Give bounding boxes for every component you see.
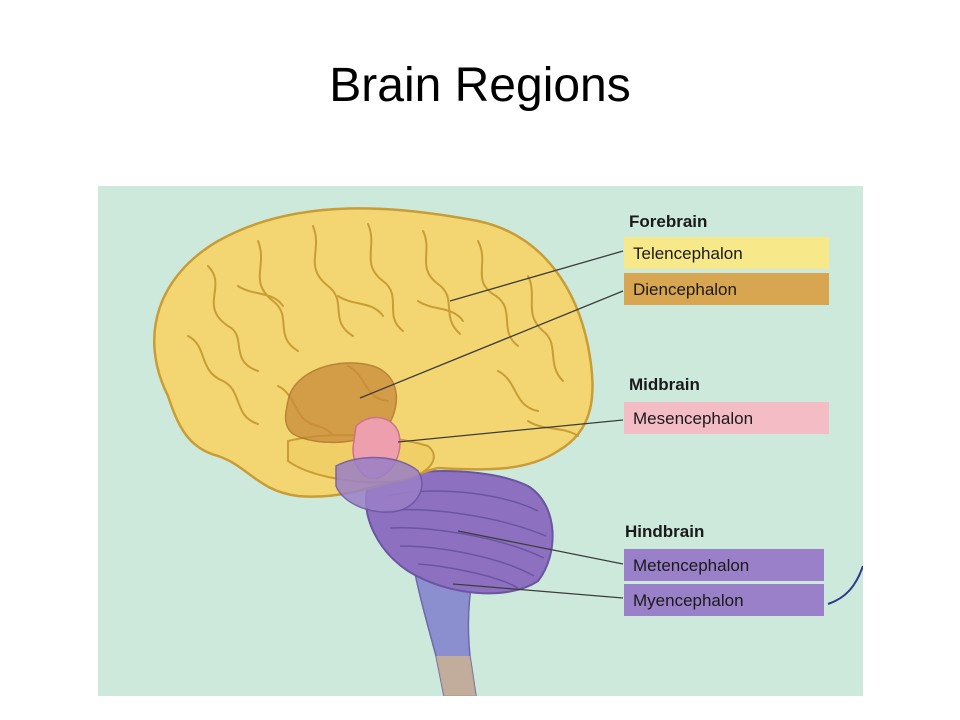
telencephalon-label: Telencephalon — [633, 243, 743, 263]
pons-region — [335, 456, 423, 513]
brain-illustration — [98, 186, 863, 696]
telencephalon-box: Telencephalon — [624, 237, 829, 269]
mesencephalon-box: Mesencephalon — [624, 402, 829, 434]
diencephalon-box: Diencephalon — [624, 273, 829, 305]
forebrain-heading: Forebrain — [629, 212, 708, 231]
metencephalon-label: Metencephalon — [633, 555, 750, 575]
metencephalon-box: Metencephalon — [624, 549, 824, 581]
diencephalon-label: Diencephalon — [633, 279, 737, 299]
diencephalon-leader — [359, 290, 624, 399]
metencephalon-leader — [457, 530, 624, 565]
telencephalon-leader — [449, 250, 624, 302]
mesencephalon-leader — [397, 419, 624, 443]
mesencephalon-label: Mesencephalon — [633, 408, 754, 428]
hindbrain-heading: Hindbrain — [625, 522, 705, 541]
myencephalon-label: Myencephalon — [633, 590, 744, 610]
brain-diagram: Forebrain Telencephalon Diencephalon Mid… — [98, 186, 863, 696]
arrow-fragment — [827, 565, 863, 605]
page-title: Brain Regions — [329, 59, 631, 112]
myencephalon-box: Myencephalon — [624, 584, 824, 616]
midbrain-heading: Midbrain — [629, 375, 700, 394]
myencephalon-leader — [452, 583, 624, 599]
